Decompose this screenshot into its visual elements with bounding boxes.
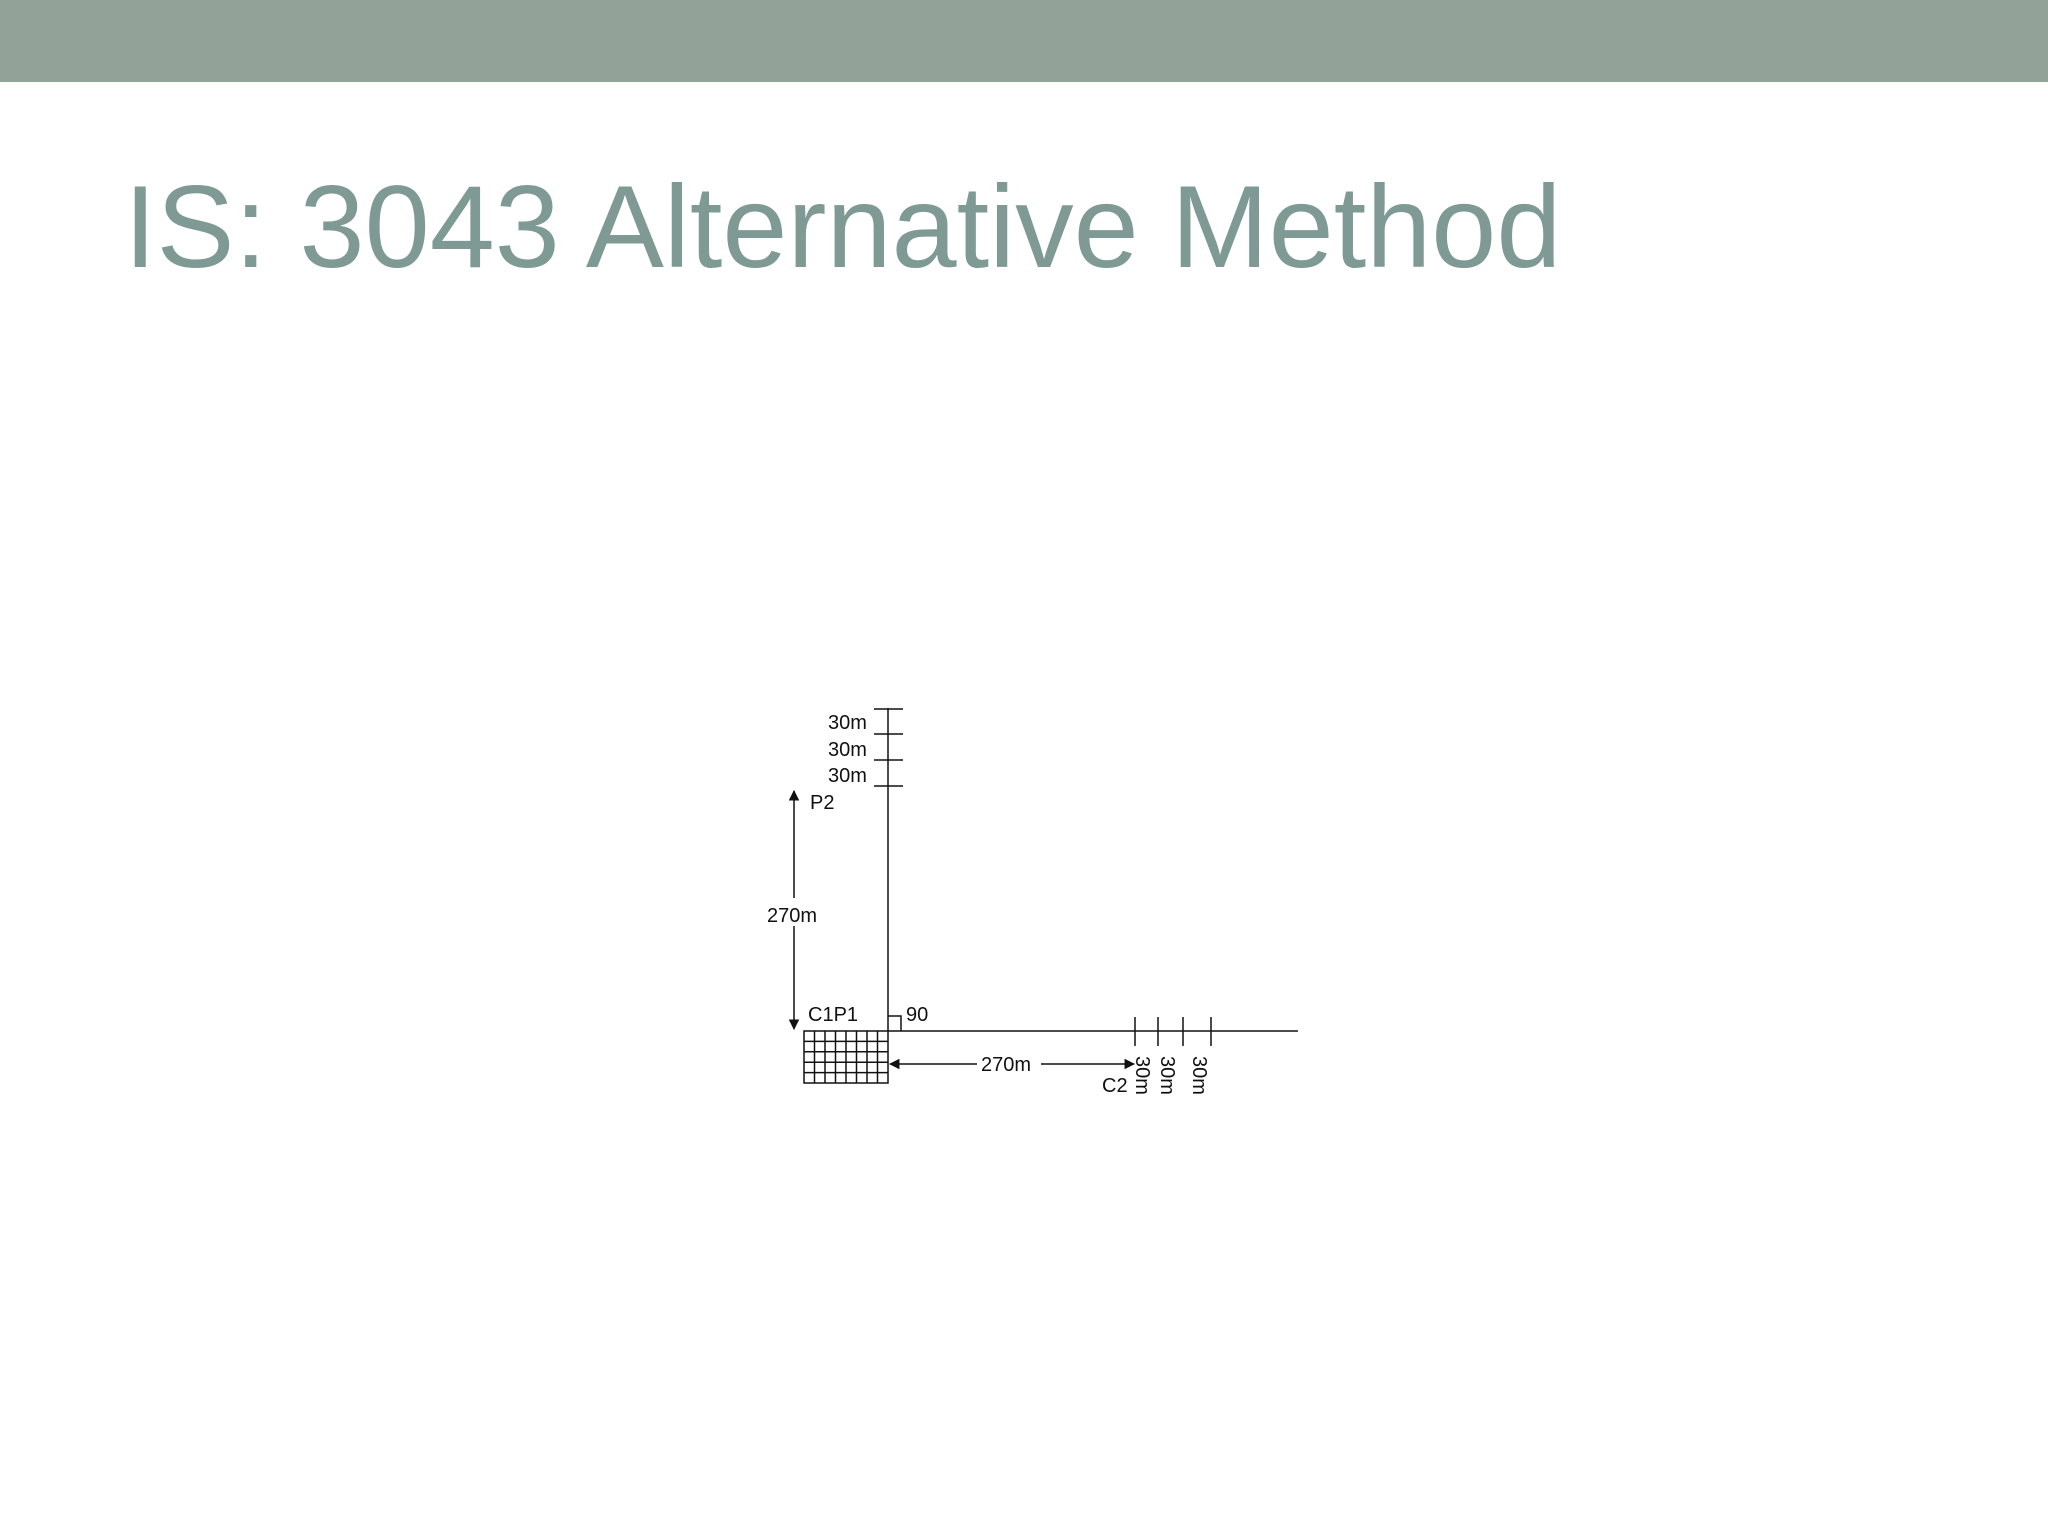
right-angle-marker: [888, 1015, 902, 1031]
right-tick-marks: [1134, 1017, 1212, 1046]
horizontal-distance-label: 270m: [981, 1054, 1031, 1076]
earth-electrode-grid: [803, 1030, 889, 1084]
spacing-label-top-2: 30m: [828, 739, 867, 761]
spacing-label-top-3: 30m: [828, 765, 867, 787]
spacing-label-right-3: 30m: [1188, 1056, 1210, 1095]
c1p1-label: C1P1: [808, 1004, 858, 1026]
vertical-distance-label: 270m: [767, 905, 817, 927]
slide-title: IS: 3043 Alternative Method: [124, 161, 1562, 292]
spacing-label-right-2: 30m: [1156, 1056, 1178, 1095]
p2-label: P2: [810, 792, 834, 814]
c2-label: C2: [1102, 1075, 1128, 1097]
spacing-label-top-1: 30m: [828, 712, 867, 734]
top-banner: [0, 0, 2048, 82]
angle-label: 90: [906, 1004, 928, 1026]
top-tick-marks: [874, 708, 903, 787]
spacing-label-right-1: 30m: [1131, 1056, 1153, 1095]
